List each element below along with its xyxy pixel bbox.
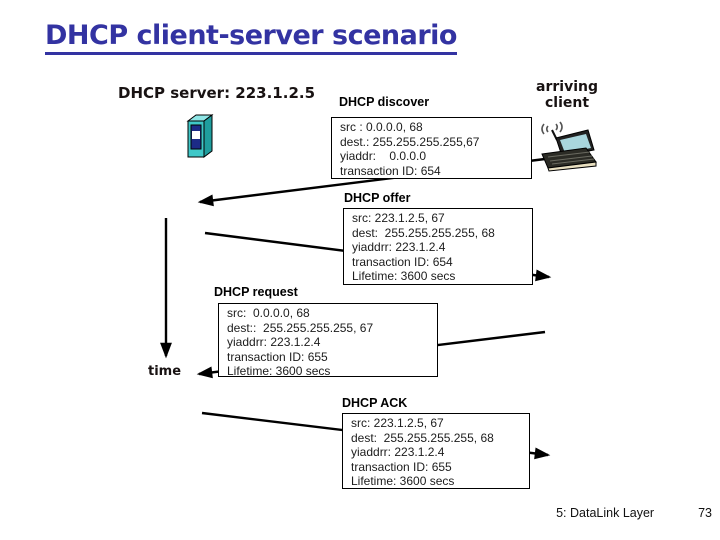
slide-footer: 5: DataLink Layer 73 <box>0 506 712 520</box>
packet-field-transaction-id: transaction ID: 654 <box>340 163 441 178</box>
packet-field-dest: dest: 255.255.255.255, 68 <box>351 430 494 445</box>
packet-field-lifetime: Lifetime: 3600 secs <box>352 269 456 284</box>
packet-field-lifetime: Lifetime: 3600 secs <box>227 364 331 379</box>
packet-field-src: src: 223.1.2.5, 67 <box>352 211 445 225</box>
page-number: 73 <box>698 506 712 520</box>
packet-field-src: src : 0.0.0.0, 68 <box>340 120 423 134</box>
page-title: DHCP client-server scenario <box>45 20 457 55</box>
packet-field-dest: dest:: 255.255.255.255, 67 <box>227 320 374 335</box>
packet-field-transaction-id: transaction ID: 655 <box>227 349 328 364</box>
packet-field-lifetime: Lifetime: 3600 secs <box>351 474 455 489</box>
dhcp-request-box: src: 0.0.0.0, 68 dest:: 255.255.255.255,… <box>218 303 438 379</box>
packet-field-dest: dest.: 255.255.255.255,67 <box>340 134 480 149</box>
wireless-signal-icon <box>541 121 563 135</box>
dhcp-discover-box: src : 0.0.0.0, 68 dest.: 255.255.255.255… <box>331 117 532 179</box>
time-label: time <box>148 364 182 379</box>
packet-field-yiaddr: yiaddrr: 223.1.2.4 <box>351 445 445 460</box>
dhcp-ack-box: src: 223.1.2.5, 67 dest: 255.255.255.255… <box>342 413 530 489</box>
dhcp-request-label: DHCP request <box>214 285 298 299</box>
packet-field-yiaddr: yiaddr: 0.0.0.0 <box>340 149 427 164</box>
packet-field-src: src: 0.0.0.0, 68 <box>227 306 310 320</box>
dhcp-ack-label: DHCP ACK <box>342 396 408 410</box>
packet-field-yiaddr: yiaddrr: 223.1.2.4 <box>227 335 321 350</box>
dhcp-server-label: DHCP server: 223.1.2.5 <box>118 84 316 102</box>
dhcp-discover-label: DHCP discover <box>339 95 430 109</box>
server-icon <box>186 114 214 158</box>
packet-field-transaction-id: transaction ID: 655 <box>351 459 452 474</box>
laptop-icon <box>541 121 597 172</box>
dhcp-offer-label: DHCP offer <box>344 191 411 205</box>
dhcp-offer-box: src: 223.1.2.5, 67 dest: 255.255.255.255… <box>343 208 533 285</box>
packet-field-transaction-id: transaction ID: 654 <box>352 254 453 269</box>
packet-field-src: src: 223.1.2.5, 67 <box>351 416 444 430</box>
arriving-client-label: arriving client <box>536 79 598 111</box>
packet-field-dest: dest: 255.255.255.255, 68 <box>352 225 495 240</box>
packet-field-yiaddr: yiaddrr: 223.1.2.4 <box>352 240 446 255</box>
footer-section-label: 5: DataLink Layer <box>556 506 655 520</box>
